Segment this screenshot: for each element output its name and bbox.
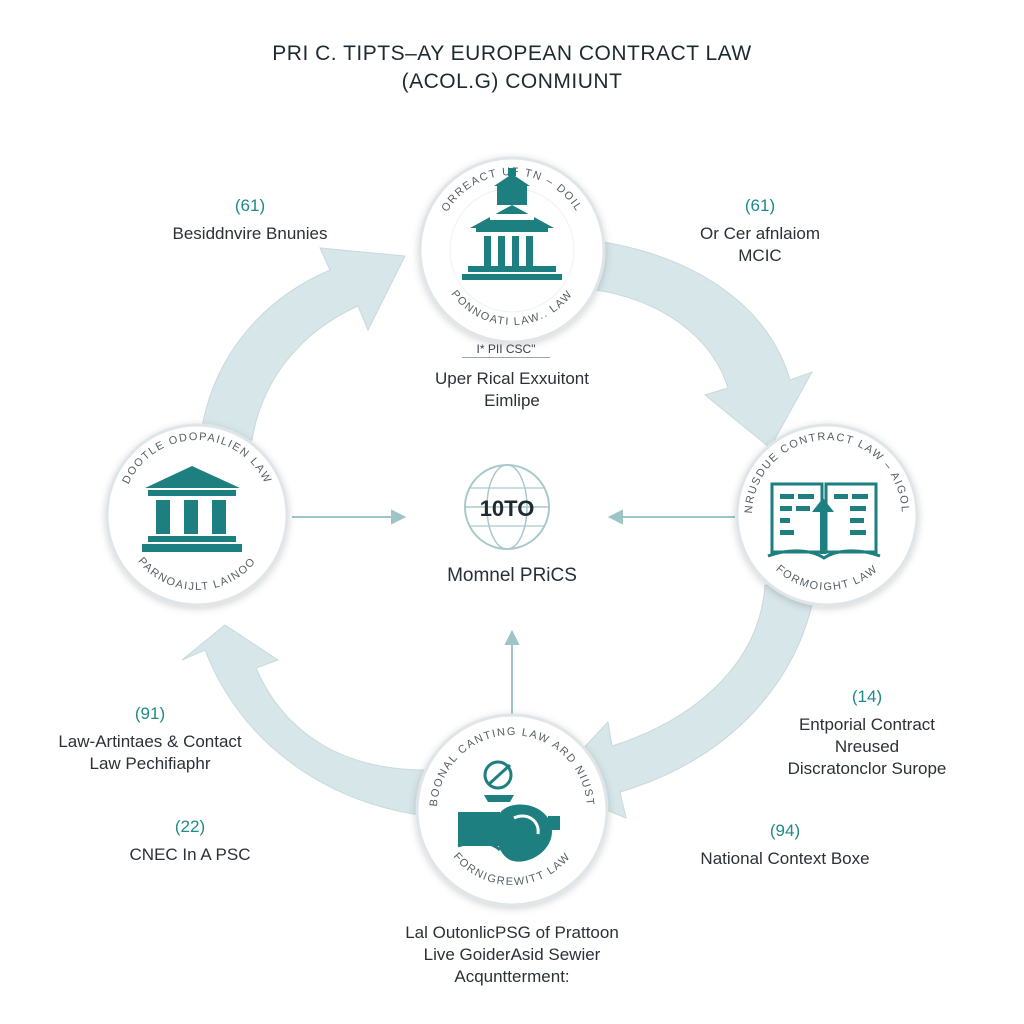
label-mid-right-text-3: Discratonclor Surope [787,759,947,778]
pillared-building-icon [142,466,242,552]
label-top-left: (61) Besiddnvire Bnunies [140,195,360,245]
label-mid-right: (14) Entporial Contract Nreused Discrato… [752,686,982,780]
label-top-left-text: Besiddnvire Bnunies [172,224,328,243]
label-top-right-number: (61) [744,196,776,215]
center-number: 10TO [479,496,535,521]
top-caption-line-2: Eimlipe [484,391,540,410]
label-top-right-text-2: MCIC [738,246,782,265]
label-mid-right-text-2: Nreused [834,737,900,756]
node-right[interactable]: NRUSDUE CONTRACT LAW – AIGOL FORMOIGHT L… [735,423,919,607]
label-top-right: (61) Or Cer afnlaiom MCIC [660,195,860,267]
label-low-right: (94) National Context Boxe [660,820,910,870]
label-bottom-text-3: Acquntterment: [454,967,570,986]
label-mid-left: (91) Law-Artintaes & Contact Law Pechifi… [30,703,270,775]
label-mid-right-text-1: Entporial Contract [798,715,936,734]
label-low-right-text: National Context Boxe [700,849,870,868]
label-top-left-number: (61) [234,196,266,215]
label-low-left-text: CNEC In A PSC [129,845,251,864]
diagram-title-line-2: (ACOL.G) CONMIUNT [401,70,623,93]
top-caption-line-1: Uper Rical Exxuitont [434,369,589,388]
label-bottom: Lal OutonlicPSG of Prattoon Live GoiderA… [352,922,672,988]
connector-left-arrow [292,509,407,525]
label-mid-right-number: (14) [851,687,883,706]
label-top-right-text-1: Or Cer afnlaiom [700,224,820,243]
globe-icon [464,464,550,550]
courthouse-icon [462,168,562,280]
node-left[interactable]: DOOTLE ODOPAILIEN LAW PARNOAIJLT LAINOO [105,423,289,607]
diagram-title-line-1: PRI C. TIPTS–AY EUROPEAN CONTRACT LAW [272,42,752,65]
top-caption-small: I* PII CSC" [462,342,550,358]
center-label: Momnel PRiCS [447,565,577,586]
label-bottom-text-2: Live GoiderAsid Sewier [423,945,601,964]
label-low-left-number: (22) [174,817,206,836]
connector-bottom-arrow [504,629,520,720]
scales-book-icon [457,760,560,862]
label-bottom-text-1: Lal OutonlicPSG of Prattoon [405,923,619,942]
label-mid-left-text-1: Law-Artintaes & Contact [58,732,242,751]
node-bottom[interactable]: BOONAL CANTING LAW ARD NIUST FORNIGREWIT… [415,713,609,907]
label-mid-left-text-2: Law Pechifiaphr [89,754,211,773]
label-low-right-number: (94) [769,821,801,840]
connector-right-arrow [607,509,735,525]
cycle-arrow-top-right [589,239,814,449]
open-book-icon [767,482,881,560]
node-top[interactable]: ORREACT UF TN – DOIL PONNOATI LAW.. LAW [418,156,606,344]
cycle-arrow-bottom-left [181,624,426,816]
cycle-arrow-left-top [199,247,406,441]
label-low-left: (22) CNEC In A PSC [90,816,290,866]
label-mid-left-number: (91) [134,704,166,723]
